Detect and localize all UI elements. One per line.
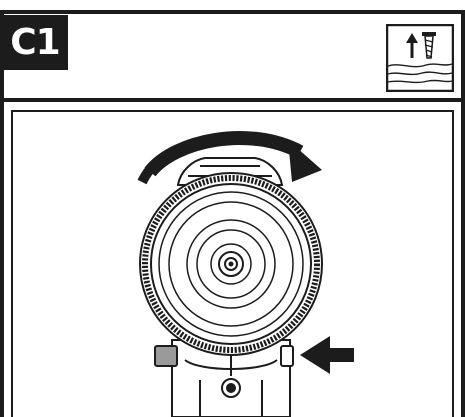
curved-arrow-clockwise-icon bbox=[137, 131, 322, 185]
arrow-left-icon bbox=[300, 336, 354, 374]
drill-chuck bbox=[139, 172, 323, 356]
drill-reverse-screw-out-icon bbox=[386, 24, 454, 92]
figure-label: C1 bbox=[2, 15, 68, 70]
direction-selector-button bbox=[154, 345, 294, 367]
drill-body bbox=[171, 339, 291, 417]
